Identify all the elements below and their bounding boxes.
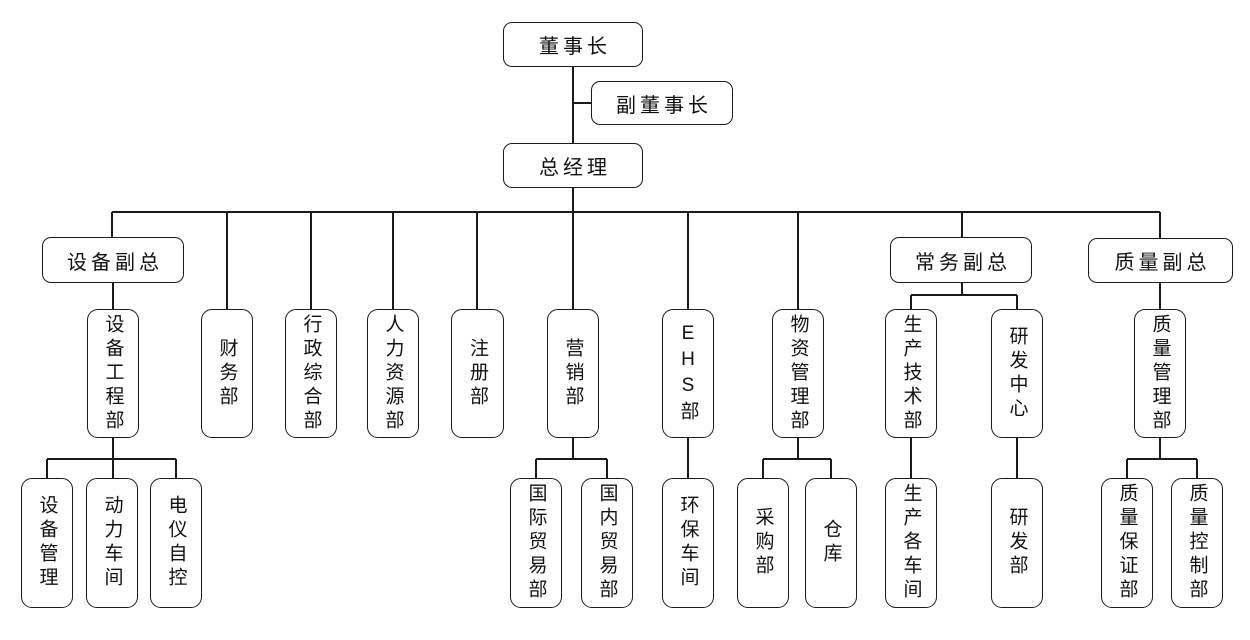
org-node-label-power-workshop: 动力车间 — [101, 495, 123, 591]
org-node-rd-center: 研发中心 — [991, 309, 1043, 438]
org-node-equipment-vp: 设备副总 — [42, 237, 184, 283]
org-node-label-material-management: 物资管理部 — [787, 313, 809, 434]
org-node-label-equipment-management: 设备管理 — [36, 495, 58, 591]
org-node-marketing: 营销部 — [547, 309, 599, 438]
org-node-label-equipment-engineering: 设备工程部 — [102, 313, 124, 434]
org-node-label-vice-chairman: 副董事长 — [616, 94, 712, 117]
org-node-label-warehouse: 仓库 — [820, 519, 842, 567]
org-node-human-resources: 人力资源部 — [367, 309, 419, 438]
org-node-label-ehs: EHS部 — [677, 322, 699, 425]
org-node-production-tech: 生产技术部 — [885, 309, 937, 438]
org-node-material-management: 物资管理部 — [772, 309, 824, 438]
org-node-label-quality-control: 质量控制部 — [1186, 483, 1208, 603]
org-node-ehs: EHS部 — [662, 309, 714, 438]
org-node-registration: 注册部 — [451, 309, 504, 438]
org-node-label-rd-dept: 研发部 — [1006, 507, 1028, 579]
org-node-label-human-resources: 人力资源部 — [382, 313, 404, 434]
org-node-purchasing: 采购部 — [737, 478, 789, 608]
org-node-rd-dept: 研发部 — [991, 478, 1043, 608]
org-node-electrical-instrument: 电仪自控 — [150, 478, 202, 608]
org-node-warehouse: 仓库 — [805, 478, 857, 608]
org-node-label-env-workshop: 环保车间 — [677, 495, 699, 591]
org-node-label-equipment-vp: 设备副总 — [67, 251, 163, 274]
org-node-power-workshop: 动力车间 — [86, 478, 138, 608]
org-node-label-electrical-instrument: 电仪自控 — [165, 495, 187, 591]
org-node-label-marketing: 营销部 — [562, 337, 584, 410]
org-node-admin-general: 行政综合部 — [285, 309, 337, 438]
org-node-label-chairman: 董事长 — [539, 36, 611, 58]
org-node-equipment-management: 设备管理 — [21, 478, 73, 608]
org-node-production-workshops: 生产各车间 — [885, 478, 937, 608]
org-node-label-finance: 财务部 — [216, 337, 238, 410]
org-node-env-workshop: 环保车间 — [662, 478, 714, 608]
org-node-quality-management: 质量管理部 — [1134, 309, 1186, 438]
org-node-intl-trade: 国际贸易部 — [510, 478, 562, 608]
org-node-label-rd-center: 研发中心 — [1006, 325, 1028, 422]
org-node-domestic-trade: 国内贸易部 — [581, 478, 633, 608]
org-node-label-domestic-trade: 国内贸易部 — [596, 483, 618, 603]
org-node-label-purchasing: 采购部 — [752, 507, 774, 579]
org-node-label-intl-trade: 国际贸易部 — [525, 483, 547, 603]
org-node-label-admin-general: 行政综合部 — [300, 313, 322, 434]
org-node-general-manager: 总经理 — [503, 143, 643, 188]
org-node-chairman: 董事长 — [503, 22, 643, 67]
org-node-label-production-workshops: 生产各车间 — [900, 483, 922, 603]
org-node-vice-chairman: 副董事长 — [591, 81, 733, 125]
org-node-quality-vp: 质量副总 — [1088, 238, 1233, 283]
org-node-quality-assurance: 质量保证部 — [1101, 478, 1153, 608]
org-node-label-general-manager: 总经理 — [539, 157, 611, 179]
org-node-label-quality-management: 质量管理部 — [1149, 313, 1171, 434]
org-node-label-registration: 注册部 — [467, 337, 488, 410]
org-node-quality-control: 质量控制部 — [1171, 478, 1223, 608]
org-node-label-quality-vp: 质量副总 — [1114, 252, 1211, 274]
org-node-label-production-tech: 生产技术部 — [900, 313, 922, 434]
org-node-finance: 财务部 — [201, 309, 253, 438]
org-node-label-executive-vp: 常务副总 — [915, 251, 1011, 274]
org-node-executive-vp: 常务副总 — [890, 237, 1032, 283]
org-node-label-quality-assurance: 质量保证部 — [1116, 483, 1138, 603]
org-node-equipment-engineering: 设备工程部 — [87, 309, 139, 438]
